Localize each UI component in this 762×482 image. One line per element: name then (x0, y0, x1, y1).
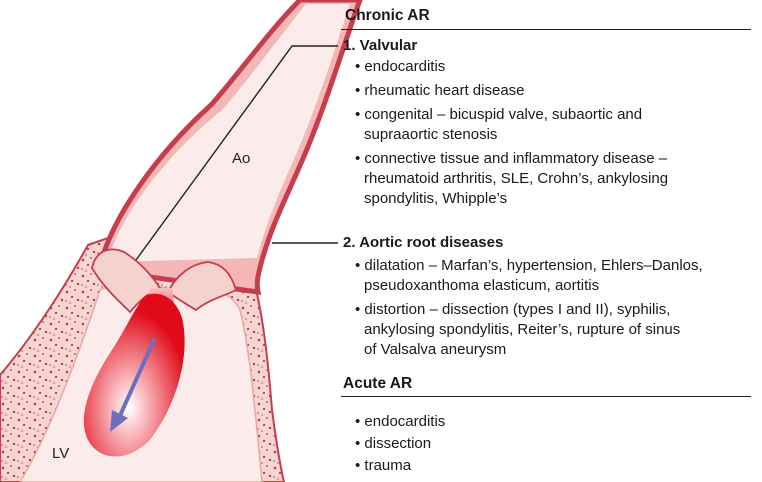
acute-item: • dissection (355, 434, 431, 454)
heading-aortic-root: 2. Aortic root diseases (343, 233, 503, 253)
acute-item: • endocarditis (355, 412, 445, 432)
rule-acute (341, 396, 751, 397)
label-ventricle: LV (52, 445, 69, 462)
heading-acute-ar: Acute AR (343, 374, 412, 394)
aortic-root-item: of Valsalva aneurysm (364, 340, 506, 360)
valvular-item: supraaortic stenosis (364, 125, 497, 145)
aortic-root-item: ankylosing spondylitis, Reiter’s, ruptur… (364, 320, 680, 340)
valvular-item: spondylitis, Whipple’s (364, 189, 507, 209)
label-aorta: Ao (232, 150, 250, 167)
valvular-item: rheumatoid arthritis, SLE, Crohn’s, anky… (364, 169, 668, 189)
valvular-item: • connective tissue and inflammatory dis… (355, 149, 667, 169)
heading-chronic-ar: Chronic AR (345, 6, 430, 26)
valvular-item: • rheumatic heart disease (355, 81, 525, 101)
heading-valvular: 1. Valvular (343, 36, 417, 56)
aortic-root-item: • dilatation – Marfan’s, hypertension, E… (355, 256, 703, 276)
rule-chronic (341, 29, 751, 30)
valvular-item: • endocarditis (355, 57, 445, 77)
aortic-root-item: • distortion – dissection (types I and I… (355, 300, 670, 320)
aortic-root-item: pseudoxanthoma elasticum, aortitis (364, 276, 599, 296)
acute-item: • trauma (355, 456, 411, 476)
valvular-item: • congenital – bicuspid valve, subaortic… (355, 105, 642, 125)
